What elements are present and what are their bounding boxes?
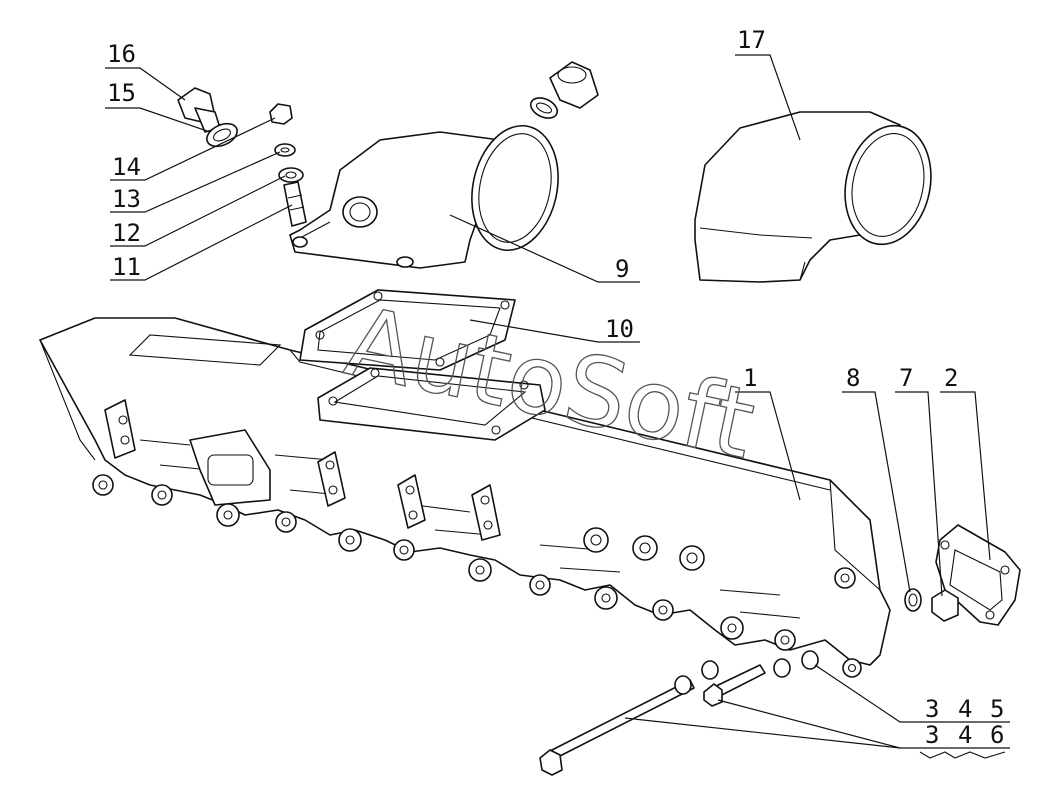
part-labels: 16 15 14 13 12 11 9 10 17 1 8 7 2 3 4 5 … [107,26,1006,759]
label-13: 13 [112,185,141,213]
label-17: 17 [737,26,766,54]
stud-11 [283,181,307,227]
elbow-pipe [694,111,932,283]
washer-12 [278,167,304,183]
label-14: 14 [112,153,141,181]
label-7: 7 [899,364,913,392]
washer-13 [274,143,296,157]
label-b4: 4 [958,721,972,749]
exhaust-elbow [289,124,559,269]
leader-lines [105,54,1010,749]
turbo-flange-gasket [299,289,516,371]
nut-14 [269,103,293,125]
label-10: 10 [605,315,634,343]
plug-7 [931,589,959,622]
label-16: 16 [107,40,136,68]
label-12: 12 [112,219,141,247]
washer-8 [904,588,922,612]
label-1: 1 [743,364,757,392]
label-b6: 6 [990,721,1004,749]
plug-16 [177,87,221,133]
label-9: 9 [615,255,629,283]
exhaust-manifold-body [39,317,891,678]
label-a3: 3 [925,695,939,723]
label-2: 2 [944,364,958,392]
washer-15 [206,122,238,148]
label-15: 15 [107,79,136,107]
bolt-washers [674,650,819,695]
label-a4: 4 [958,695,972,723]
label-b3: 3 [925,721,939,749]
label-8: 8 [846,364,860,392]
short-bolt [703,664,766,707]
label-a5: 5 [990,695,1004,723]
long-bolt [539,679,695,776]
elbow-plug [529,61,599,119]
label-11: 11 [112,253,141,281]
